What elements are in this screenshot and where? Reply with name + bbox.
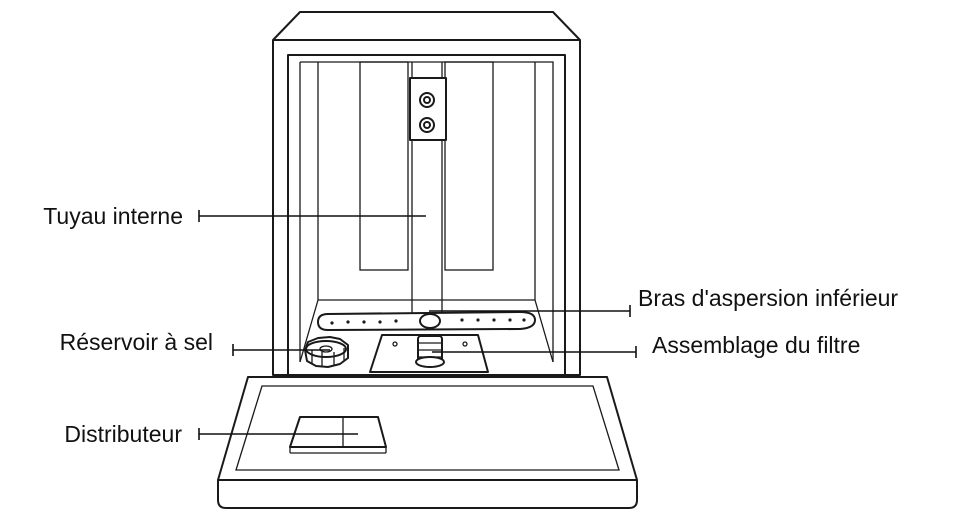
label-salt-reservoir: Réservoir à sel — [60, 329, 213, 355]
label-leaders — [198, 210, 637, 440]
open-door — [217, 376, 638, 509]
dispenser — [289, 416, 387, 454]
label-dispenser: Distributeur — [64, 421, 182, 447]
filter-assembly — [369, 334, 489, 373]
label-internal-pipe: Tuyau interne — [43, 203, 183, 229]
label-filter-assembly: Assemblage du filtre — [652, 332, 860, 358]
internal-pipe — [409, 62, 447, 323]
salt-reservoir-cap — [304, 336, 349, 368]
lower-spray-arm — [317, 311, 536, 331]
label-lower-spray-arm: Bras d'aspersion inférieur — [638, 285, 898, 311]
